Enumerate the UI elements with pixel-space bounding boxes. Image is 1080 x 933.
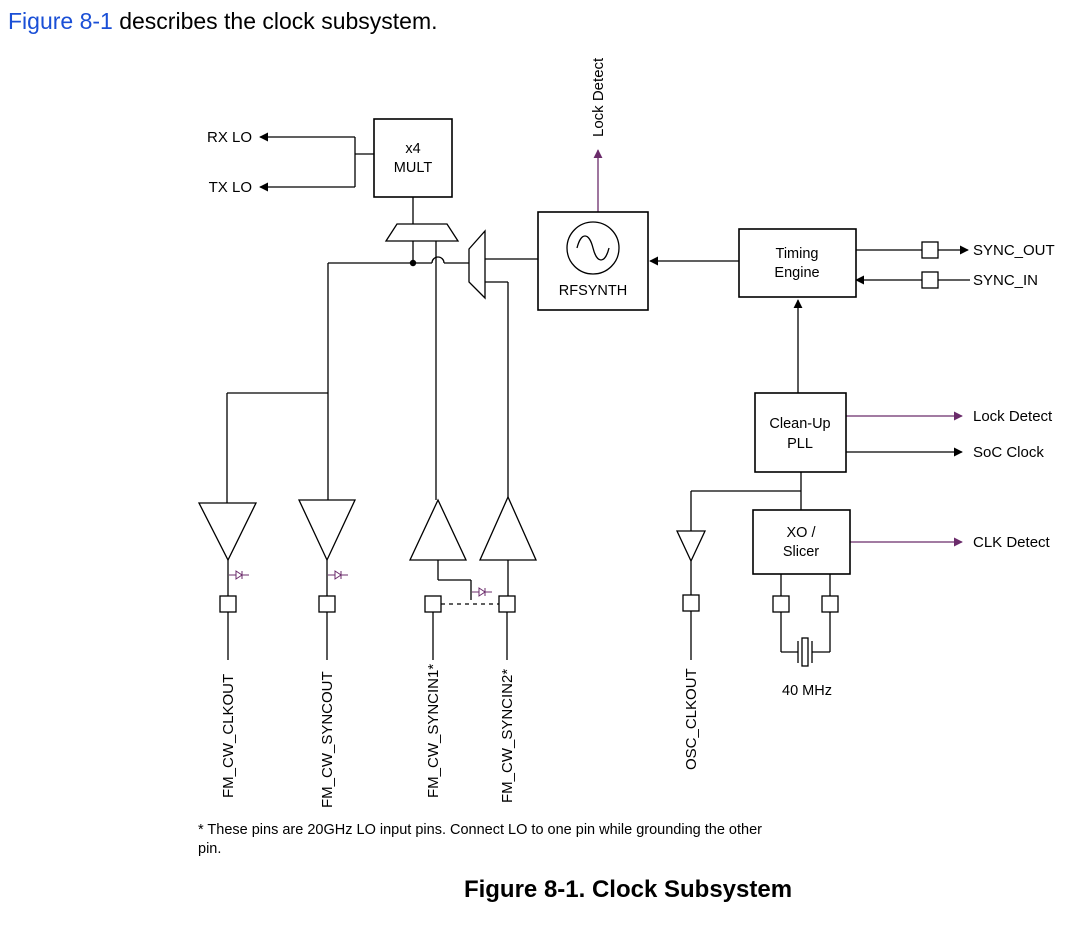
pin-fm-cw-clkout <box>219 595 237 613</box>
tx-lo-label: TX LO <box>209 179 252 196</box>
rx-lo-label: RX LO <box>207 129 252 146</box>
pin-xtal-1 <box>772 595 790 613</box>
pin-fm-cw-syncin1 <box>424 595 442 613</box>
fm-cw-syncout-label: FM_CW_SYNCOUT <box>319 671 336 808</box>
mult-label-2: MULT <box>394 160 433 176</box>
fm-cw-clkout-label: FM_CW_CLKOUT <box>220 674 237 798</box>
fm-cw-syncin1-label: FM_CW_SYNCIN1* <box>425 664 442 798</box>
xo-label-2: Slicer <box>783 544 819 560</box>
pin-wires <box>227 560 509 660</box>
diode-icon <box>328 570 348 580</box>
diode-icon <box>472 587 492 597</box>
rfsynth-block <box>537 211 649 311</box>
fm-cw-syncin2-label: FM_CW_SYNCIN2* <box>499 669 516 803</box>
synth-input-mux <box>468 229 486 300</box>
rfsynth-label: RFSYNTH <box>559 283 627 299</box>
clkout-buffer <box>197 502 258 562</box>
clk-detect-label: CLK Detect <box>973 534 1051 551</box>
syncin2-buffer <box>478 495 538 561</box>
syncout-buffer <box>297 499 357 562</box>
mult-label-1: x4 <box>405 141 420 157</box>
intro-text: describes the clock subsystem. <box>112 8 438 34</box>
lock-detect-top-label: Lock Detect <box>590 57 607 137</box>
sine-wave-icon <box>576 235 610 261</box>
bus-junction <box>409 259 417 267</box>
pin-xtal-2 <box>821 595 839 613</box>
soc-clock-label: SoC Clock <box>973 444 1044 461</box>
x4-mult-block <box>373 118 453 198</box>
lock-detect-label: Lock Detect <box>973 408 1053 425</box>
diode-icon <box>229 570 249 580</box>
oscillator-wires <box>690 472 831 667</box>
crystal-frequency-label: 40 MHz <box>782 683 832 699</box>
lo-output-wires <box>259 132 414 224</box>
xo-label-1: XO / <box>786 525 816 541</box>
pin-sync-in <box>921 271 939 289</box>
xo-slicer-block <box>752 509 851 575</box>
sync-in-label: SYNC_IN <box>973 272 1038 289</box>
intro-sentence: Figure 8-1 describes the clock subsystem… <box>8 8 438 35</box>
pin-osc-clkout <box>682 594 700 612</box>
timing-label-1: Timing <box>776 246 819 262</box>
osc-clkout-buffer <box>675 530 707 563</box>
pll-label-1: Clean-Up <box>769 416 830 432</box>
clock-bus-wires <box>226 241 538 503</box>
pll-label-2: PLL <box>787 436 813 452</box>
clean-up-pll-block <box>754 392 847 473</box>
oscillator-icon <box>566 221 620 275</box>
pin-footnote: * These pins are 20GHz LO input pins. Co… <box>198 822 762 857</box>
figure-caption: Figure 8-1. Clock Subsystem <box>463 876 793 903</box>
timing-label-2: Engine <box>774 265 819 281</box>
figure-link[interactable]: Figure 8-1 <box>8 8 113 34</box>
timing-engine-block <box>738 228 857 298</box>
pin-sync-out <box>921 241 939 259</box>
synth-timing-wires <box>649 245 970 457</box>
lo-mux <box>384 223 460 242</box>
syncin1-buffer <box>408 498 468 561</box>
pin-fm-cw-syncout <box>318 595 336 613</box>
sync-out-label: SYNC_OUT <box>973 242 1055 259</box>
osc-clkout-label: OSC_CLKOUT <box>683 668 700 770</box>
pin-fm-cw-syncin2 <box>498 595 516 613</box>
